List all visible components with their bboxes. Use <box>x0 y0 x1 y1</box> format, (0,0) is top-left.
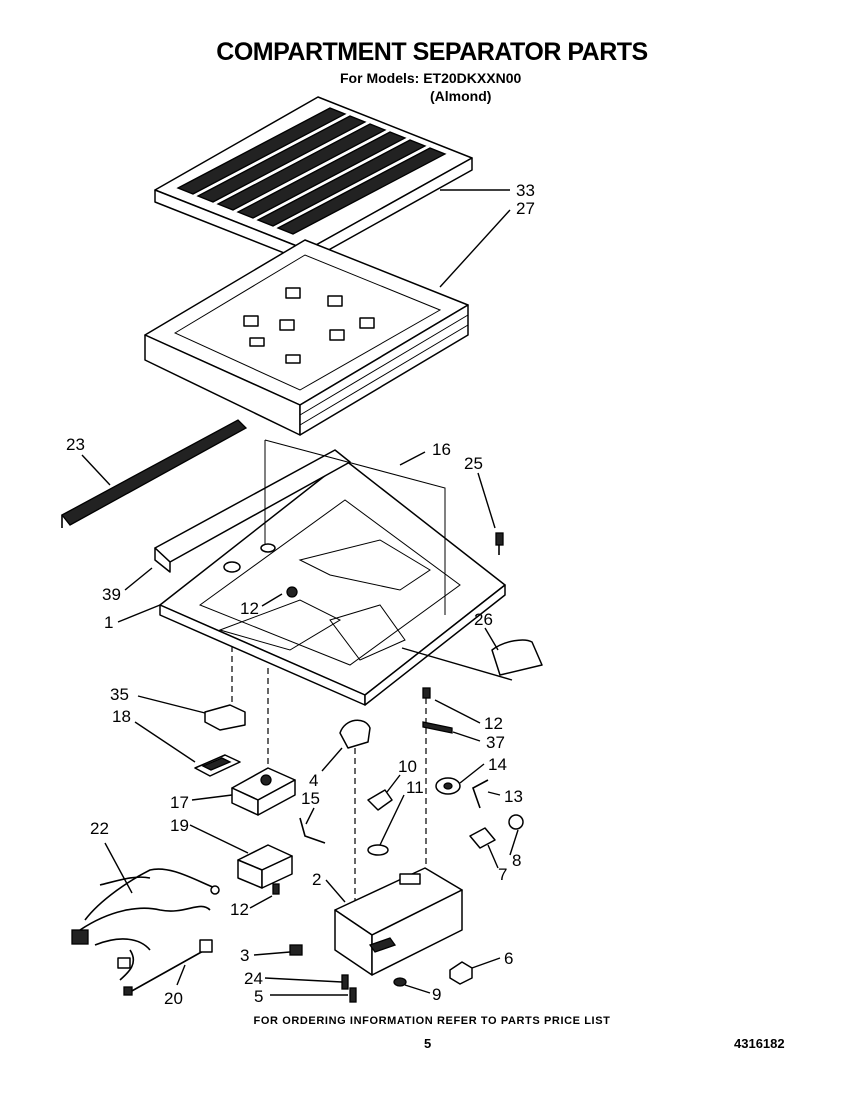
page-title: COMPARTMENT SEPARATOR PARTS <box>216 38 648 66</box>
part-1-separator-panel <box>154 439 506 706</box>
page-number: 5 <box>424 1036 432 1051</box>
part-35-bracket <box>204 646 246 731</box>
callout-13: 13 <box>504 787 523 806</box>
part-20-power-cord <box>123 939 213 996</box>
callout-12-right: 12 <box>484 714 503 733</box>
part-7-clip <box>469 827 496 849</box>
callout-1: 1 <box>104 613 113 632</box>
part-24-screw <box>341 974 349 990</box>
callout-17: 17 <box>170 793 189 812</box>
model-number: For Models: ET20DKXXN00 <box>340 70 522 86</box>
part-8-ring <box>508 814 524 830</box>
part-33-grille <box>154 96 473 263</box>
callout-23: 23 <box>66 435 85 454</box>
part-14-grommet <box>435 777 461 795</box>
part-12-screw-upper <box>286 586 298 598</box>
part-10-control <box>367 789 393 811</box>
part-19-housing <box>237 844 293 889</box>
part-12-screw-lower <box>272 883 280 895</box>
callout-20: 20 <box>164 989 183 1008</box>
part-6-plug <box>449 961 473 985</box>
part-25-screw <box>495 532 504 555</box>
part-15-tube <box>299 817 326 844</box>
callout-7: 7 <box>498 865 507 884</box>
callout-3: 3 <box>240 946 249 965</box>
model-color: (Almond) <box>430 88 492 104</box>
part-27-frame <box>144 239 469 436</box>
callout-2: 2 <box>312 870 321 889</box>
callout-35: 35 <box>110 685 129 704</box>
callout-6: 6 <box>504 949 513 968</box>
callout-24: 24 <box>244 969 263 988</box>
callout-33: 33 <box>516 181 535 200</box>
part-26-cover <box>491 639 543 676</box>
callout-8: 8 <box>512 851 521 870</box>
part-17-housing <box>231 668 296 816</box>
callout-labels: 33 27 23 16 25 39 12 1 26 35 18 12 37 4 … <box>66 181 535 1008</box>
part-5-screw <box>349 987 357 1003</box>
callout-4: 4 <box>309 771 318 790</box>
callout-22: 22 <box>90 819 109 838</box>
callout-12-upper: 12 <box>240 599 259 618</box>
part-2-bracket <box>334 867 463 976</box>
part-22-wiring-harness <box>71 868 220 981</box>
callout-12-lower: 12 <box>230 900 249 919</box>
part-23-strip <box>61 419 248 528</box>
callout-37: 37 <box>486 733 505 752</box>
part-3-clip <box>289 944 303 956</box>
part-12-screw-right <box>422 687 431 890</box>
callout-16: 16 <box>432 440 451 459</box>
callout-39: 39 <box>102 585 121 604</box>
part-13-tube <box>472 779 489 809</box>
callout-11: 11 <box>406 778 424 797</box>
part-11-disc <box>367 844 389 856</box>
callout-15: 15 <box>301 789 320 808</box>
document-number: 4316182 <box>734 1036 785 1051</box>
callout-10: 10 <box>398 757 417 776</box>
callout-18: 18 <box>112 707 131 726</box>
part-37-strap <box>422 721 453 734</box>
part-9-washer <box>393 977 407 987</box>
callout-leaders <box>81 189 519 996</box>
callout-27: 27 <box>516 199 535 218</box>
part-18-gasket <box>194 754 241 777</box>
callout-19: 19 <box>170 816 189 835</box>
callout-26: 26 <box>474 610 493 629</box>
callout-25: 25 <box>464 454 483 473</box>
callout-9: 9 <box>432 985 441 1004</box>
callout-14: 14 <box>488 755 507 774</box>
ordering-note: FOR ORDERING INFORMATION REFER TO PARTS … <box>253 1015 611 1027</box>
callout-5: 5 <box>254 987 263 1006</box>
